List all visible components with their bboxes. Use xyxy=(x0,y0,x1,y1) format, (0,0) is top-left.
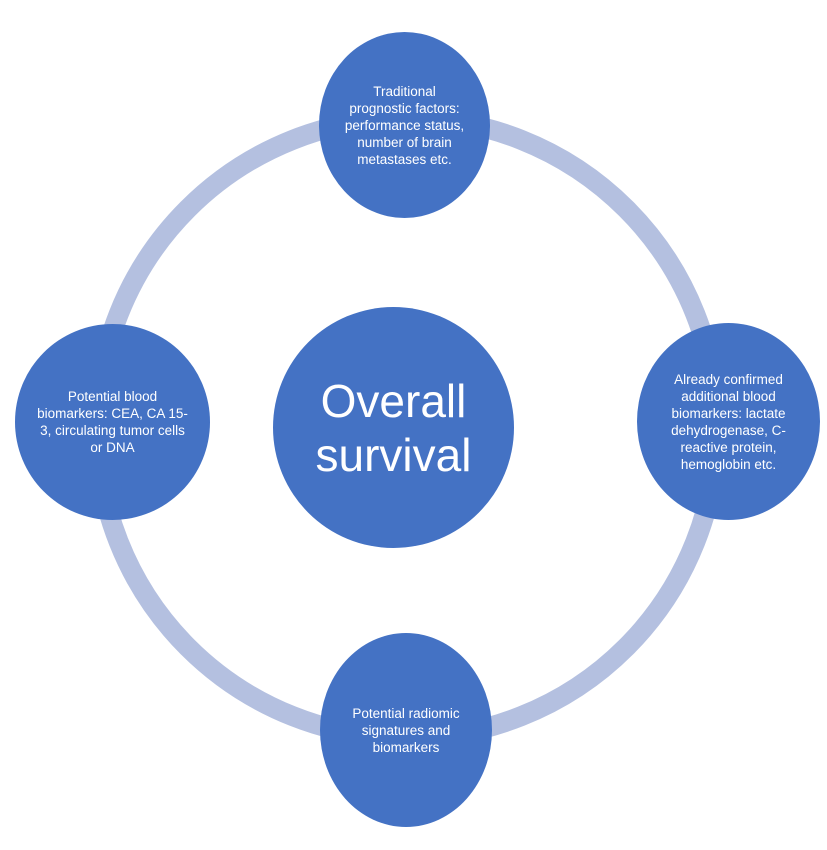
confirmed-blood-biomarkers-node: Already confirmed additional blood bioma… xyxy=(637,323,820,520)
traditional-prognostic-factors-label: Traditional prognostic factors: performa… xyxy=(344,83,465,167)
radiomic-signatures-label: Potential radiomic signatures and biomar… xyxy=(352,705,460,755)
potential-blood-biomarkers-label: Potential blood biomarkers: CEA, CA 15-3… xyxy=(37,389,188,455)
overall-survival-node: Overall survival xyxy=(273,307,514,548)
overall-survival-label: Overall survival xyxy=(315,374,472,481)
radiomic-signatures-node: Potential radiomic signatures and biomar… xyxy=(320,633,492,827)
confirmed-blood-biomarkers-label: Already confirmed additional blood bioma… xyxy=(671,371,786,472)
potential-blood-biomarkers-node: Potential blood biomarkers: CEA, CA 15-3… xyxy=(15,324,210,520)
traditional-prognostic-factors-node: Traditional prognostic factors: performa… xyxy=(319,32,490,218)
